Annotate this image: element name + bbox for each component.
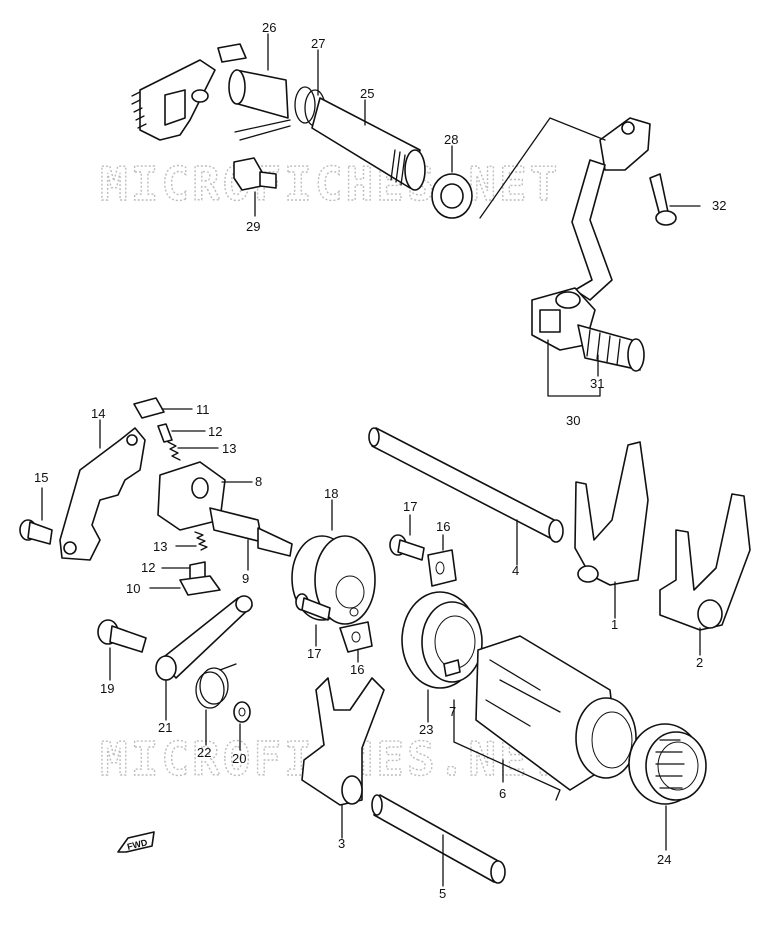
part-31-footpeg-rubber[interactable] — [577, 324, 645, 372]
part-11-cap[interactable] — [133, 397, 165, 419]
part-29-bolt[interactable] — [233, 157, 277, 191]
part-9-bolt[interactable] — [209, 507, 293, 557]
part-17-screw-lower[interactable] — [295, 593, 331, 621]
part-12-pin-lower[interactable] — [179, 561, 221, 596]
callout-25: 25 — [360, 86, 374, 101]
callout-4: 4 — [512, 563, 519, 578]
part-13-spring-lower[interactable] — [194, 531, 208, 551]
part-26-shift-shaft-arm[interactable] — [131, 43, 289, 141]
part-32-bolt[interactable] — [649, 173, 677, 226]
watermark-top: MICROFICHES.NET — [100, 157, 560, 211]
callout-19: 19 — [100, 681, 114, 696]
part-25-shift-shaft[interactable] — [311, 97, 426, 191]
part-5-gearshift-fork-shaft-lower[interactable] — [371, 794, 506, 884]
part-16-stopper-lower[interactable] — [339, 621, 373, 653]
callout-21: 21 — [158, 720, 172, 735]
callout-12-upper: 12 — [208, 424, 222, 439]
callout-6: 6 — [499, 786, 506, 801]
callout-30: 30 — [566, 413, 580, 428]
callout-16-upper: 16 — [436, 519, 450, 534]
callout-29: 29 — [246, 219, 260, 234]
part-8-gearshift-cam-stopper[interactable] — [157, 461, 226, 531]
callout-8: 8 — [255, 474, 262, 489]
callout-7: 7 — [449, 704, 456, 719]
fwd-label: FWD — [126, 837, 149, 852]
callout-13-lower: 13 — [153, 539, 167, 554]
part-28-oil-seal[interactable] — [431, 173, 473, 219]
part-30-gearshift-lever[interactable] — [531, 117, 651, 351]
callout-32: 32 — [712, 198, 726, 213]
part-18-gearshift-cam-driven-gear[interactable] — [291, 535, 376, 625]
callout-3: 3 — [338, 836, 345, 851]
callout-10: 10 — [126, 581, 140, 596]
callout-27: 27 — [311, 36, 325, 51]
part-21-gearshift-arm[interactable] — [155, 595, 253, 681]
callout-17-lower: 17 — [307, 646, 321, 661]
callout-13-upper: 13 — [222, 441, 236, 456]
part-6-gearshift-cam[interactable] — [475, 635, 637, 791]
part-7-cam-pin[interactable] — [443, 659, 461, 677]
callout-22: 22 — [197, 745, 211, 760]
part-3-gearshift-fork-no3[interactable] — [301, 677, 385, 806]
callout-15: 15 — [34, 470, 48, 485]
part-20-washer[interactable] — [233, 701, 251, 723]
part-23-cam-bearing[interactable] — [401, 591, 483, 689]
callout-12-lower: 12 — [141, 560, 155, 575]
callout-14: 14 — [91, 406, 105, 421]
part-15-screw[interactable] — [19, 519, 53, 545]
part-19-bolt[interactable] — [97, 619, 147, 653]
part-22-arm-spring[interactable] — [195, 663, 237, 709]
callout-11: 11 — [196, 402, 210, 417]
callout-1: 1 — [611, 617, 618, 632]
part-12-pin-upper[interactable] — [157, 423, 173, 443]
part-1-gearshift-fork-no1[interactable] — [574, 441, 649, 586]
callout-18: 18 — [324, 486, 338, 501]
part-4-gearshift-fork-shaft-upper[interactable] — [368, 427, 564, 543]
callout-16-lower: 16 — [350, 662, 364, 677]
callout-24: 24 — [657, 852, 671, 867]
part-14-gearshift-cam-stopper-plate[interactable] — [59, 427, 146, 561]
callout-28: 28 — [444, 132, 458, 147]
part-13-spring-upper[interactable] — [167, 441, 181, 461]
callout-23: 23 — [419, 722, 433, 737]
callout-20: 20 — [232, 751, 246, 766]
part-17-screw-upper[interactable] — [389, 534, 425, 561]
fwd-arrow-icon: FWD — [117, 831, 155, 853]
callout-31: 31 — [590, 376, 604, 391]
callout-17-upper: 17 — [403, 499, 417, 514]
part-16-stopper-upper[interactable] — [427, 549, 457, 587]
part-2-gearshift-fork-no2[interactable] — [659, 493, 751, 631]
callout-26: 26 — [262, 20, 276, 35]
callout-5: 5 — [439, 886, 446, 901]
part-24-bearing[interactable] — [628, 723, 707, 805]
callout-2: 2 — [696, 655, 703, 670]
callout-9: 9 — [242, 571, 249, 586]
